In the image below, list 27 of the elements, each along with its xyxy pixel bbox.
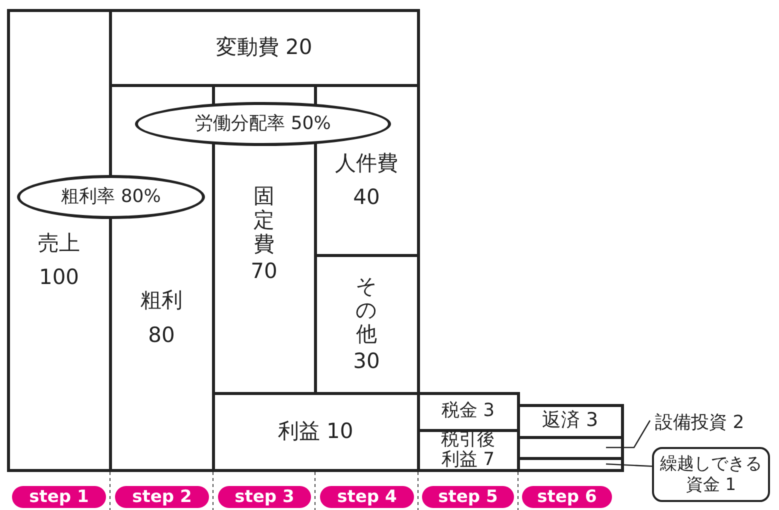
step-badge: step 2 — [115, 486, 209, 508]
box-label: 返済 3 — [542, 409, 598, 433]
box-label: 労働分配率 50% — [195, 112, 331, 136]
value-label: 40 — [353, 184, 380, 210]
value-label: 30 — [353, 348, 380, 374]
value-label: 70 — [250, 258, 278, 284]
box-label: 変動費 20 — [216, 34, 312, 61]
step-badge: step 1 — [12, 486, 106, 508]
callout-bubble — [652, 447, 770, 502]
step-badge: step 4 — [320, 486, 414, 508]
callout-label: 設備投資 2 — [655, 410, 744, 434]
step-badge: step 6 — [522, 486, 612, 508]
box-label: 固定費 — [252, 184, 276, 256]
box-label: その他 — [355, 274, 378, 346]
box-label: 粗利 — [140, 287, 182, 314]
value-label: 100 — [38, 264, 80, 290]
box-label: 税金 3 — [441, 400, 495, 423]
step-badge: step 3 — [218, 486, 311, 508]
leader-line — [606, 463, 652, 467]
box-label: 粗利率 80% — [61, 186, 161, 208]
callout-label: 繰越しできる資金 1 — [659, 454, 763, 495]
step-badge: step 5 — [422, 486, 514, 508]
box-label: 利益 10 — [278, 418, 354, 445]
value-label: 80 — [148, 322, 175, 348]
box-label: 売上 — [38, 230, 80, 256]
box-label: 人件費 — [335, 150, 398, 176]
leader-line — [606, 420, 651, 448]
